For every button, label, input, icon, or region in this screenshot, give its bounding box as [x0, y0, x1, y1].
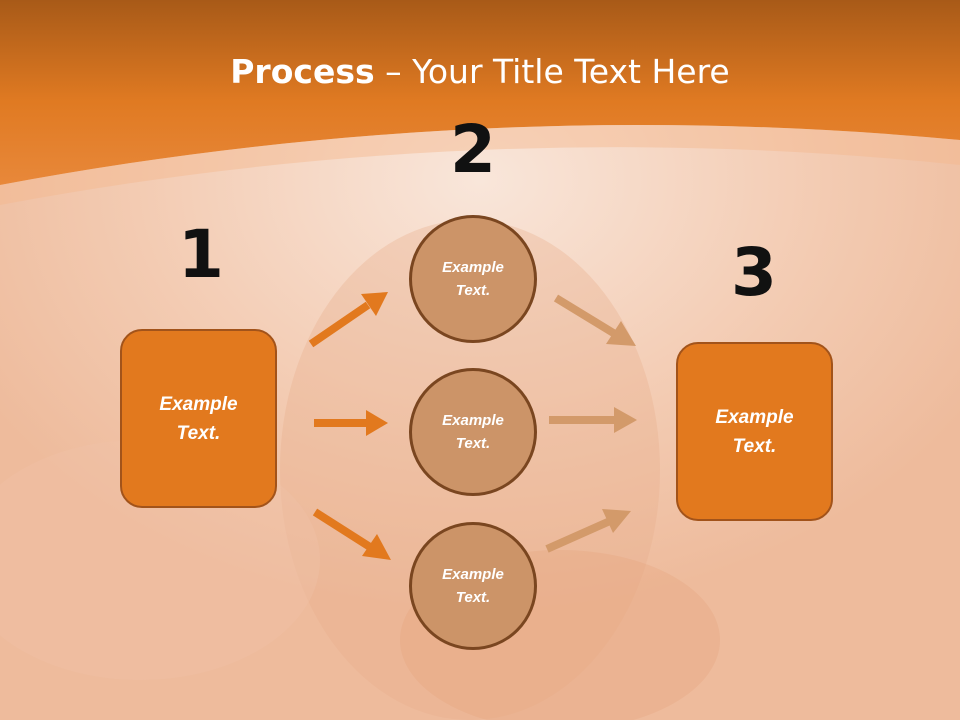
- circle-bottom-label-line2: Text.: [455, 589, 491, 606]
- step-3-label-line2: Text.: [732, 435, 777, 457]
- circle-top-label-line2: Text.: [455, 282, 491, 299]
- step-1-label-line1: Example: [159, 393, 238, 415]
- arrow-bottom-to-step3: [545, 509, 631, 553]
- step-number-3: 3: [731, 234, 777, 311]
- arrow-top-to-step3: [553, 294, 636, 346]
- arrow-step1-to-middle: [314, 410, 388, 436]
- step-2-circle-top: Example Text.: [409, 215, 537, 343]
- circle-middle-label-line1: Example: [442, 412, 504, 429]
- step-2-circle-bottom: Example Text.: [409, 522, 537, 650]
- circle-middle-label-line2: Text.: [455, 435, 491, 452]
- step-number-1: 1: [178, 216, 224, 293]
- step-2-circle-middle: Example Text.: [409, 368, 537, 496]
- circle-top-label-line1: Example: [442, 259, 504, 276]
- arrow-middle-to-step3: [549, 407, 637, 433]
- step-3-label-line1: Example: [715, 406, 794, 428]
- title-bold: Process: [230, 52, 375, 91]
- step-1-box: Example Text.: [120, 329, 277, 508]
- step-3-box: Example Text.: [676, 342, 833, 521]
- arrow-step1-to-bottom: [312, 508, 391, 560]
- step-1-label-line2: Text.: [176, 422, 221, 444]
- arrow-step1-to-top: [308, 292, 388, 348]
- title-rest: – Your Title Text Here: [374, 52, 730, 91]
- slide-title: Process – Your Title Text Here: [0, 52, 960, 91]
- circle-bottom-label-line1: Example: [442, 566, 504, 583]
- step-number-2: 2: [450, 111, 496, 188]
